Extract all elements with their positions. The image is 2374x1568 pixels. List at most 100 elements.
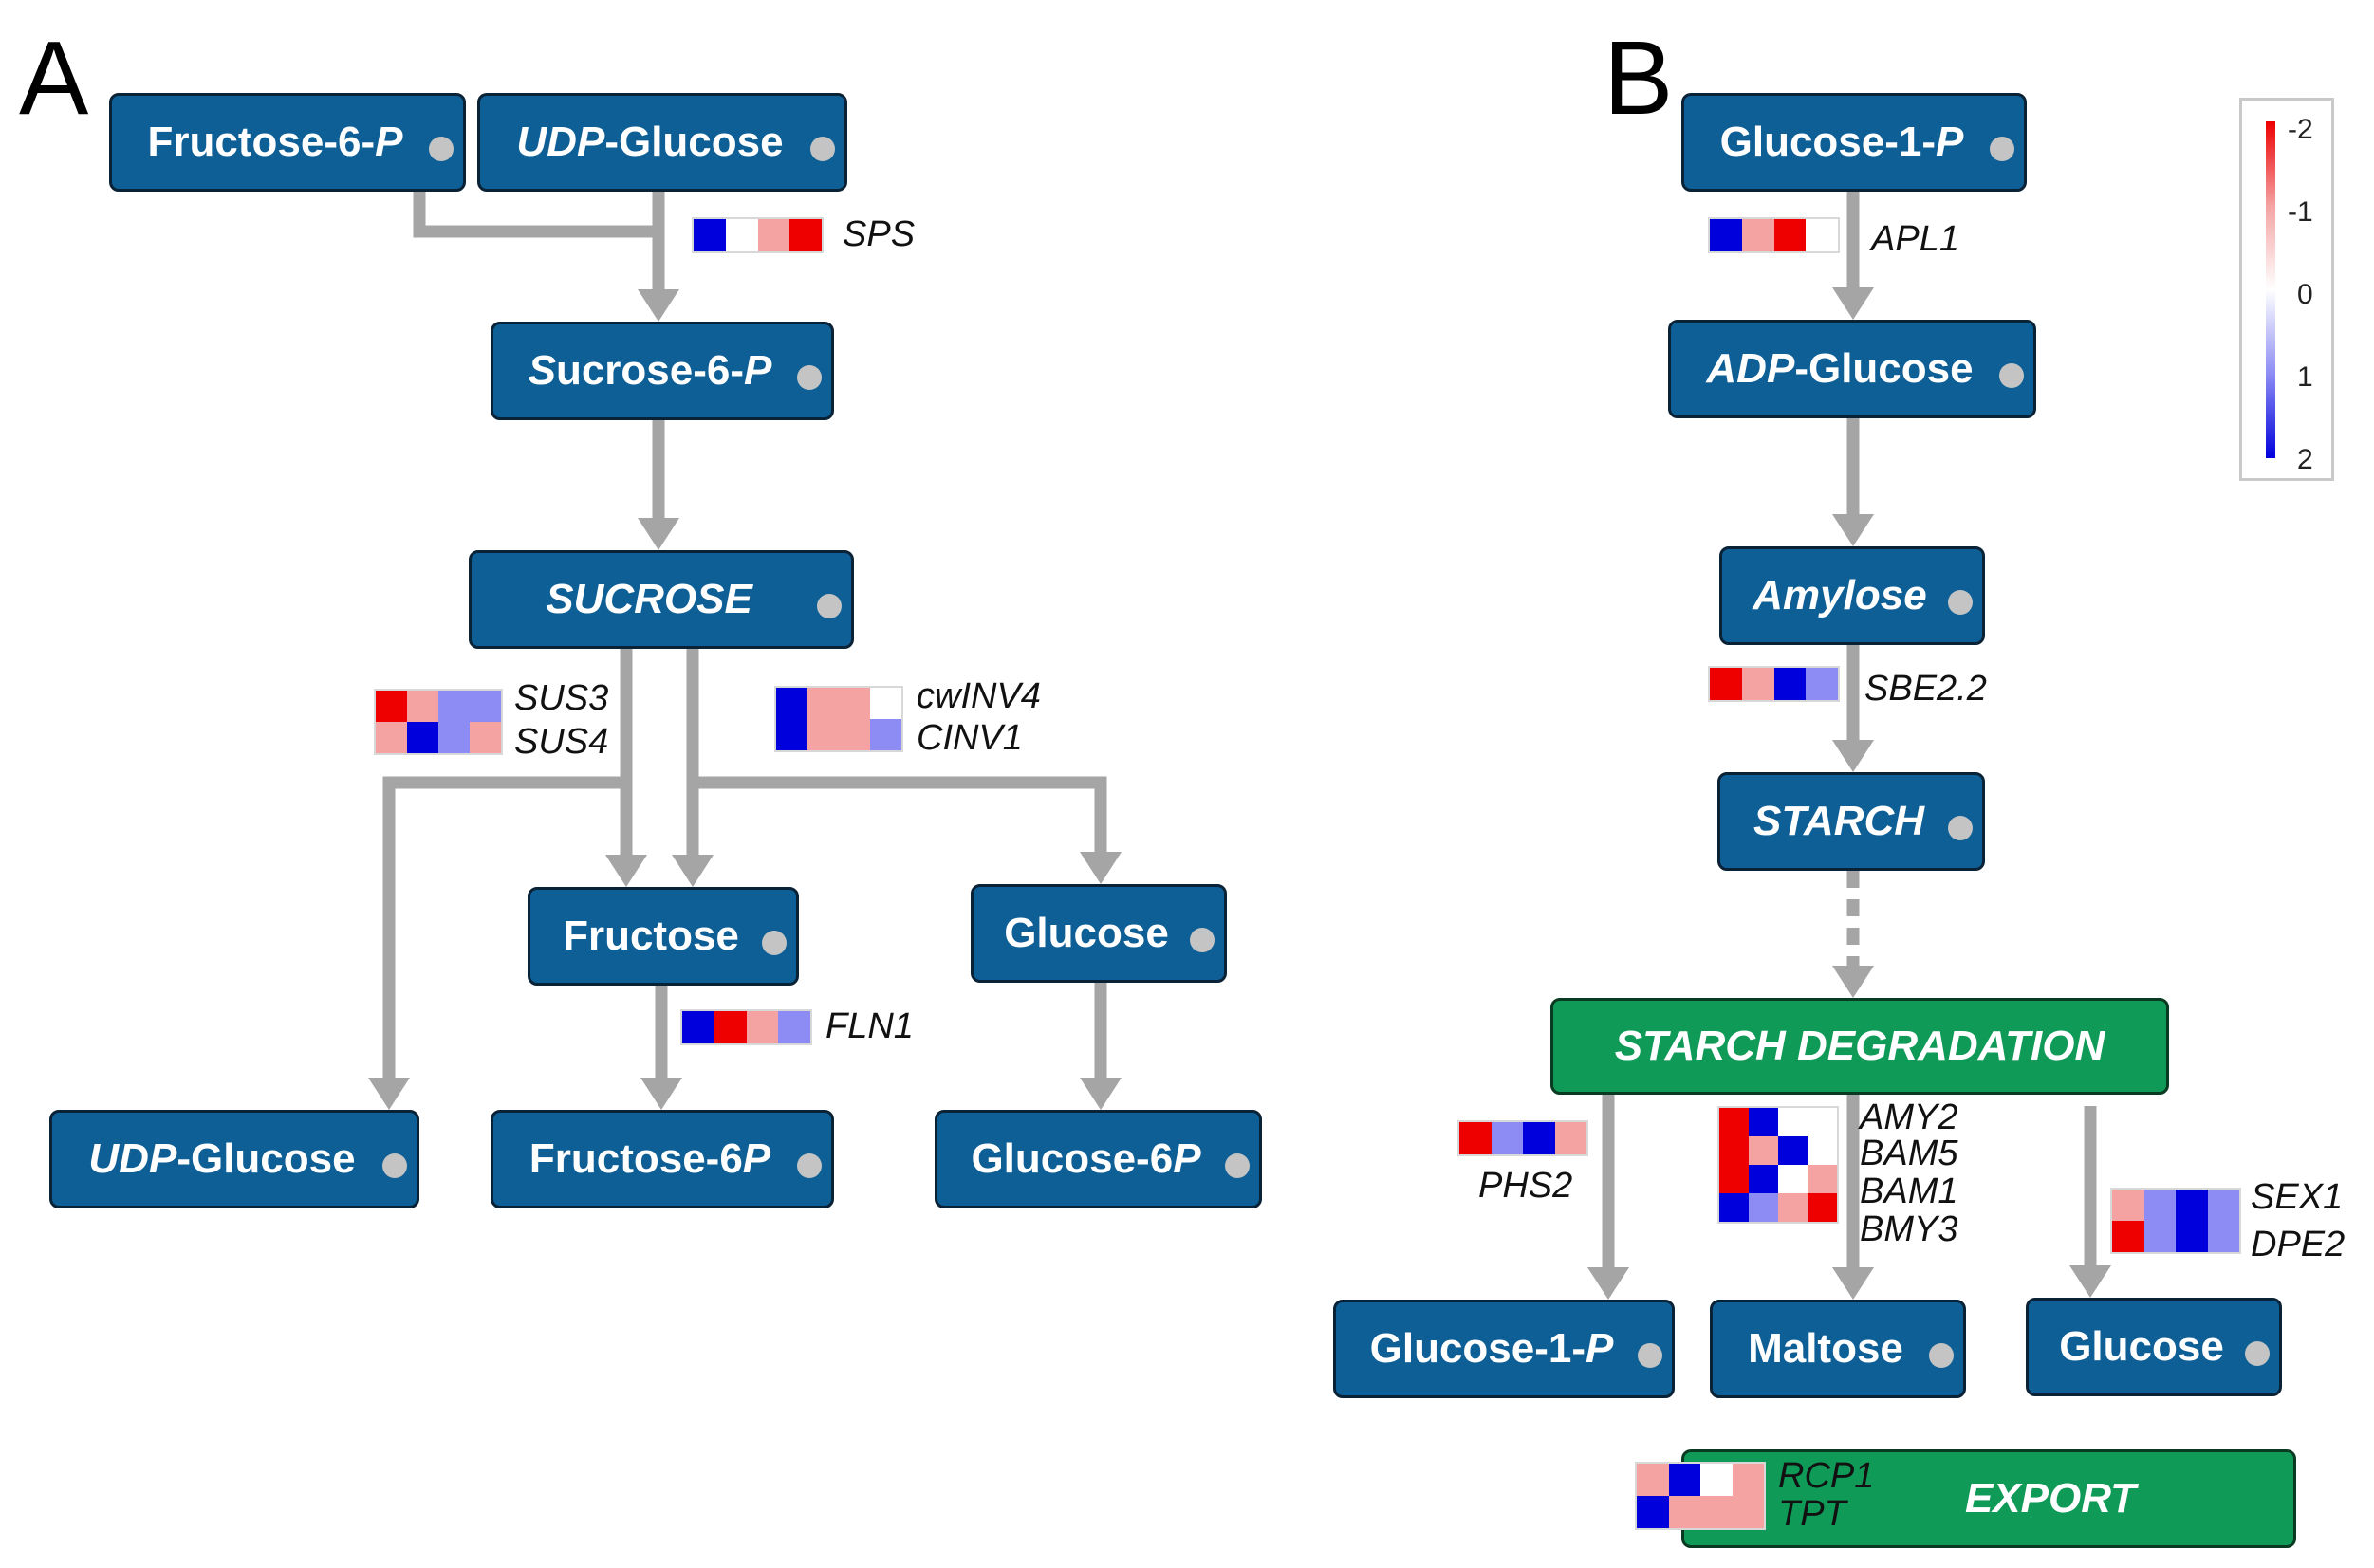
metabolite-dot-icon: [817, 594, 842, 618]
heatmap-cell: [1700, 1496, 1733, 1528]
panel-a-label: A: [19, 20, 89, 137]
metabolite-dot-icon: [1225, 1153, 1250, 1178]
heatmap-cell: [376, 722, 407, 753]
heatmap-cell: [1808, 1136, 1837, 1165]
node-export: EXPORT: [1681, 1449, 2296, 1548]
heatmap-fln1: [680, 1009, 812, 1045]
node-amylose: Amylose: [1719, 546, 1985, 645]
arrow-b-to-amylose-head-icon: [1832, 514, 1874, 546]
heatmap-cell: [694, 219, 726, 251]
node-glucose-1-p-top: Glucose-1-P: [1681, 93, 2027, 192]
heatmap-cell: [1773, 219, 1807, 251]
heatmap-cell: [1741, 219, 1774, 251]
heatmap-cell: [746, 1011, 779, 1043]
heatmap-cell: [1710, 219, 1742, 251]
heatmap-cell: [376, 691, 407, 722]
heatmap-cell: [839, 719, 870, 750]
node-label: Fructose-6P: [529, 1135, 771, 1182]
arrow-b-to-starch-head-icon: [1832, 740, 1874, 772]
gene-sex1: SEX1: [2251, 1177, 2344, 1217]
arrow-b-to-adp-glucose-head-icon: [1832, 287, 1874, 320]
node-label: STARCH DEGRADATION: [1614, 1023, 2105, 1069]
node-label: Fructose: [563, 913, 739, 959]
heatmap-cell: [2176, 1190, 2208, 1221]
gene-phs2: PHS2: [1478, 1166, 1573, 1206]
arrow-a-fructose-join: [413, 192, 658, 238]
heatmap-sus3-sus4: [374, 689, 503, 755]
heatmap-amy2-bam5-bam1-bmy3: [1717, 1106, 1839, 1224]
metabolite-dot-icon: [2245, 1341, 2270, 1366]
metabolite-dot-icon: [1638, 1343, 1662, 1368]
legend-tick-minus-1: -1: [2288, 196, 2313, 228]
heatmap-cell: [1749, 1165, 1778, 1193]
node-adp-glucose: ADP-Glucose: [1668, 320, 2036, 418]
metabolite-dot-icon: [810, 137, 835, 161]
arrow-a-inv-to-fructose-head-icon: [672, 855, 714, 887]
heatmap-cell: [438, 691, 470, 722]
metabolite-dot-icon: [1190, 928, 1215, 952]
heatmap-sps: [692, 217, 824, 253]
legend-tick-2: 2: [2297, 444, 2313, 475]
node-sucrose: SUCROSE: [469, 550, 854, 649]
heatmap-cell: [2207, 1221, 2239, 1252]
heatmap-cell: [470, 691, 501, 722]
color-scale-legend: -2 -1 0 1 2: [2239, 98, 2334, 481]
heatmap-cell: [1668, 1464, 1700, 1496]
heatmap-cell: [1808, 1108, 1837, 1136]
heatmap-sbe2-2: [1708, 666, 1840, 702]
heatmap-cell: [1668, 1496, 1700, 1528]
heatmap-cell: [776, 688, 807, 719]
heatmap-cell: [1806, 219, 1838, 251]
node-label: Glucose: [2059, 1323, 2224, 1370]
heatmap-cell: [1749, 1136, 1778, 1165]
heatmap-cell: [1719, 1193, 1749, 1222]
heatmap-cell: [1637, 1464, 1669, 1496]
node-label: Amylose: [1753, 572, 1927, 618]
node-label: SUCROSE: [546, 576, 752, 622]
arrow-b-to-glucose1p-head-icon: [1587, 1267, 1629, 1300]
heatmap-cell: [1491, 1122, 1523, 1154]
metabolite-dot-icon: [762, 931, 787, 955]
node-fructose-6-p-top: Fructose-6-P: [109, 93, 466, 192]
node-fructose-6p-bottom: Fructose-6P: [491, 1110, 834, 1208]
node-label: Glucose: [1004, 910, 1169, 956]
heatmap-cell: [807, 719, 839, 750]
heatmap-sex1-dpe2: [2110, 1188, 2241, 1254]
heatmap-cell: [1749, 1108, 1778, 1136]
gene-sps: SPS: [843, 214, 916, 254]
node-glucose: Glucose: [971, 884, 1227, 983]
node-label: UDP-Glucose: [88, 1135, 356, 1182]
heatmap-cell: [1554, 1122, 1586, 1154]
heatmap-cell: [1732, 1496, 1764, 1528]
arrow-a-sus-to-fructose-head-icon: [605, 855, 647, 887]
arrow-a-inv-to-glucose-head-icon: [1080, 852, 1122, 884]
arrow-b-to-degradation-head-icon: [1832, 966, 1874, 998]
arrow-a-to-udp-glucose-head-icon: [368, 1078, 410, 1110]
node-label: Sucrose-6-P: [528, 347, 772, 394]
heatmap-cell: [839, 688, 870, 719]
heatmap-phs2: [1457, 1120, 1588, 1156]
arrow-b-to-glucose-head-icon: [2069, 1265, 2111, 1298]
panel-b-label: B: [1604, 20, 1674, 137]
heatmap-cell: [1700, 1464, 1733, 1496]
heatmap-rcp1-tpt: [1635, 1462, 1766, 1530]
node-starch: STARCH: [1717, 772, 1985, 871]
heatmap-cell: [757, 219, 790, 251]
gene-bam1: BAM1: [1860, 1171, 1958, 1211]
heatmap-cell: [2143, 1221, 2176, 1252]
gene-apl1: APL1: [1871, 219, 1959, 259]
heatmap-cell: [1732, 1464, 1764, 1496]
gene-bmy3: BMY3: [1860, 1209, 1958, 1249]
heatmap-cell: [2207, 1190, 2239, 1221]
gene-cinv1: CINV1: [917, 718, 1023, 758]
heatmap-cell: [778, 1011, 810, 1043]
heatmap-cell: [1778, 1193, 1808, 1222]
metabolite-dot-icon: [429, 137, 454, 161]
node-glucose-6p: Glucose-6P: [935, 1110, 1262, 1208]
node-glucose-1-p-bottom: Glucose-1-P: [1333, 1300, 1675, 1398]
node-starch-degradation: STARCH DEGRADATION: [1550, 998, 2169, 1095]
heatmap-cell: [407, 691, 438, 722]
arrow-b-to-maltose-head-icon: [1832, 1267, 1874, 1300]
gene-fln1: FLN1: [825, 1006, 914, 1046]
node-label: UDP-Glucose: [516, 119, 784, 165]
